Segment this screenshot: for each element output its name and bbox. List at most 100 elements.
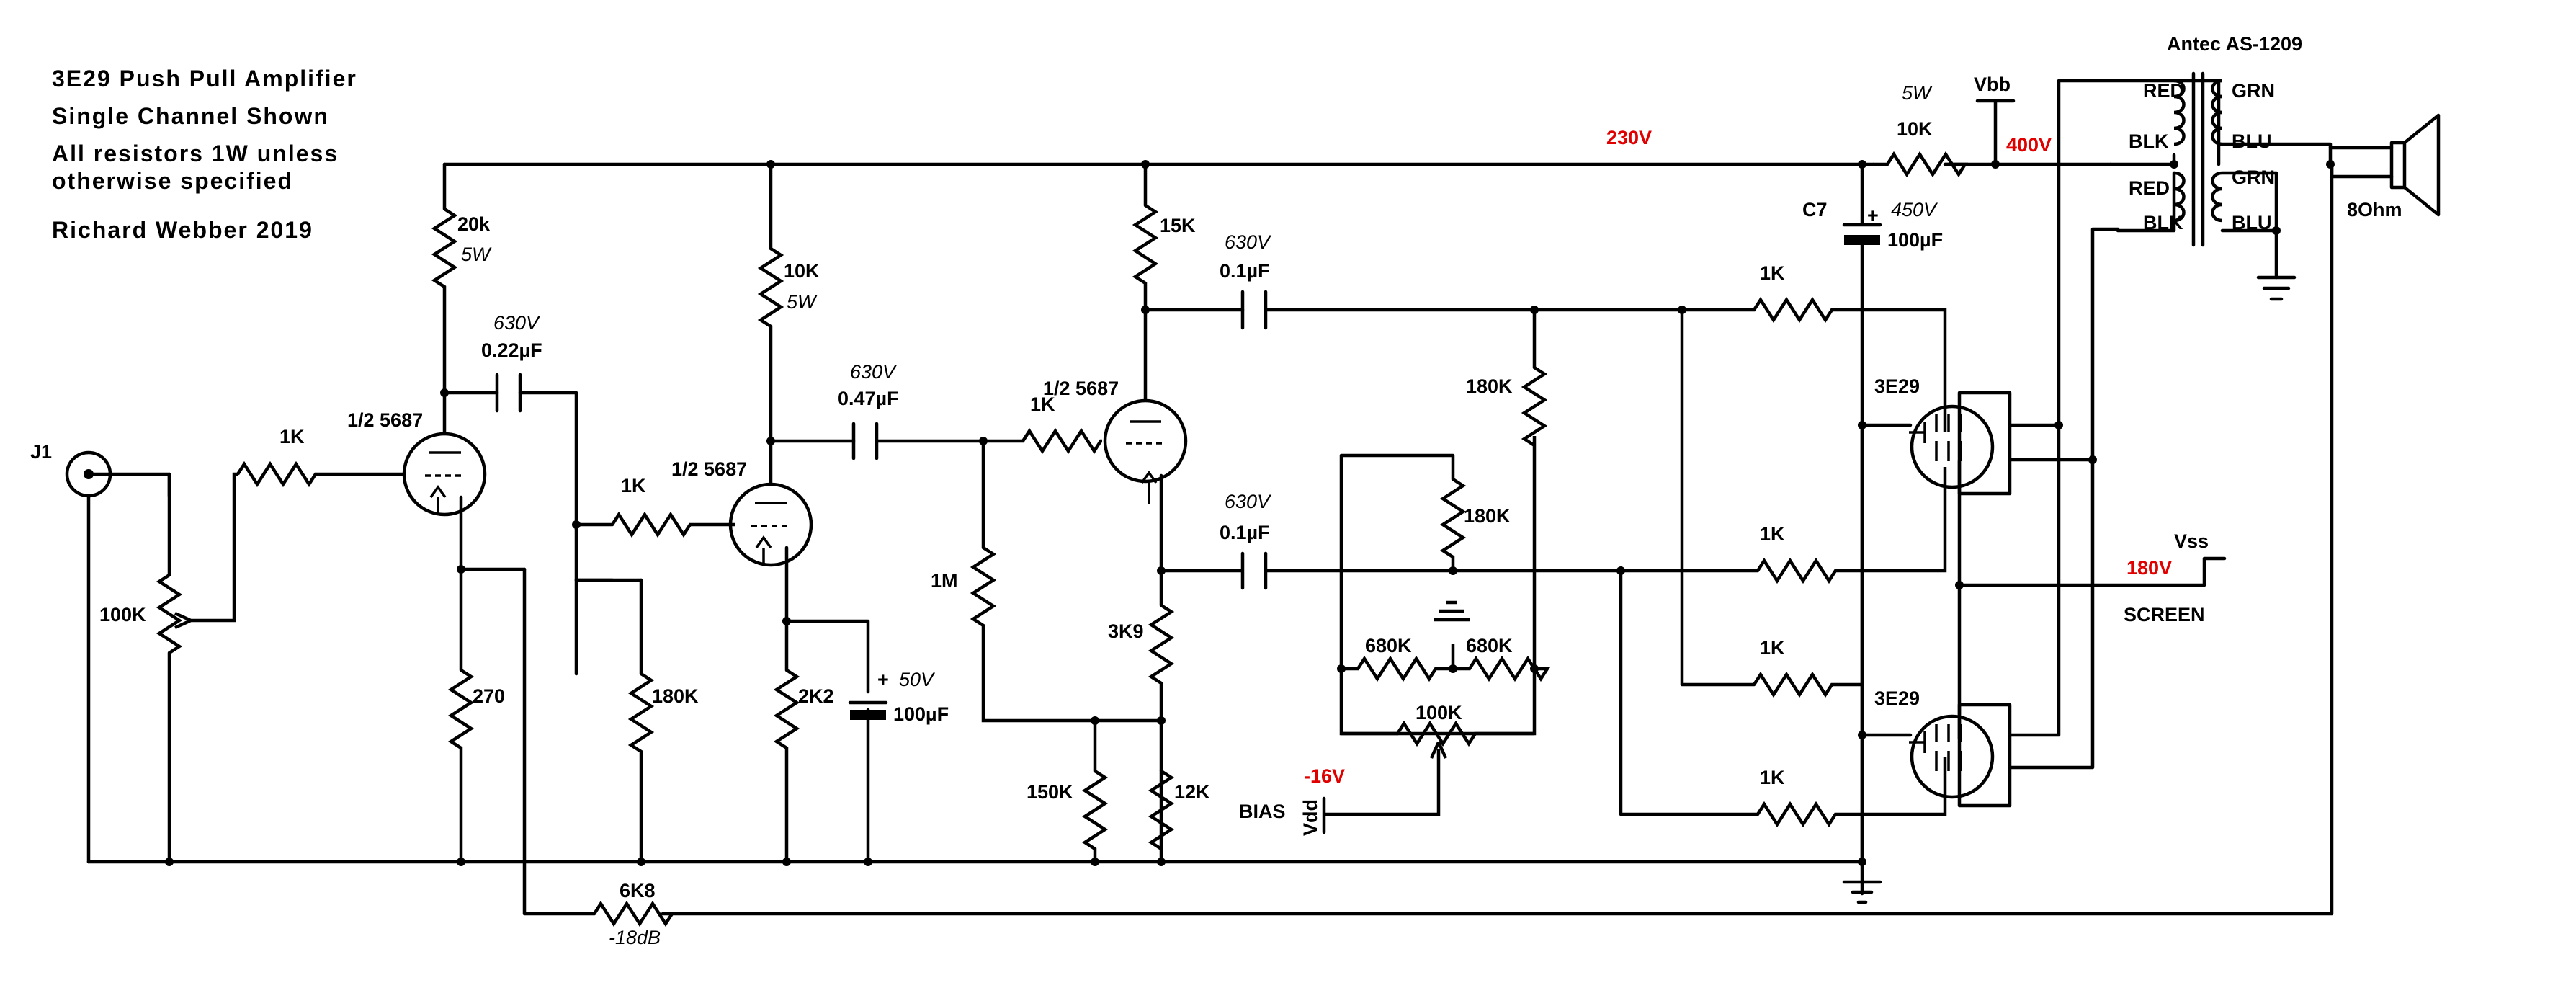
resistor-150k bbox=[1081, 770, 1109, 862]
input-jack-label: J1 bbox=[30, 441, 52, 463]
c7-label: 100µF bbox=[1887, 229, 1943, 251]
c4-voltage: 630V bbox=[1225, 231, 1272, 253]
c7-plus: + bbox=[1867, 205, 1879, 226]
resistor-3k9 bbox=[1148, 604, 1175, 771]
vbb-label: Vbb bbox=[1974, 74, 2011, 95]
stage-2: 1/2 5687 10K 5W 630V 0.47µF 2K2 + 50V 10… bbox=[671, 162, 985, 864]
tube-3e29-a-icon bbox=[1910, 404, 1995, 489]
vdd-label: Vdd bbox=[1300, 799, 1321, 836]
junction-dots bbox=[165, 160, 2335, 866]
out-tube-2-label: 3E29 bbox=[1874, 687, 1920, 709]
resistor-6k8 bbox=[593, 900, 674, 927]
opt-red2: RED bbox=[2129, 177, 2170, 199]
resistor-2k2 bbox=[773, 669, 800, 862]
tube-v3-icon bbox=[1103, 398, 1188, 484]
r1k-b-label: 1K bbox=[621, 475, 646, 496]
r12k-label: 12K bbox=[1174, 781, 1210, 803]
screen-label: SCREEN bbox=[2124, 604, 2205, 625]
output-tubes: 3E29 3E29 180V Vss SCREEN bbox=[1860, 79, 2227, 864]
note-author: Richard Webber 2019 bbox=[52, 217, 313, 243]
r1k-g2-label: 1K bbox=[1760, 523, 1785, 545]
r6k8-label: 6K8 bbox=[620, 880, 656, 901]
c3-label: 100µF bbox=[893, 703, 949, 725]
resistor-100k-bias-pot bbox=[1341, 720, 1534, 747]
resistor-20k bbox=[431, 208, 458, 393]
resistor-680k-b bbox=[1453, 655, 1551, 682]
r20k-label: 20k bbox=[457, 213, 491, 235]
tube-3e29-b-icon bbox=[1910, 714, 1995, 799]
r680k-a-label: 680K bbox=[1365, 635, 1412, 656]
r10k-a-watt: 5W bbox=[787, 291, 818, 313]
c4-label: 0.1µF bbox=[1220, 260, 1270, 282]
resistor-1k-input bbox=[236, 460, 403, 488]
transformer-model: Antec AS-1209 bbox=[2167, 33, 2302, 55]
speaker-icon bbox=[2389, 141, 2407, 190]
r-in-label: 1K bbox=[279, 426, 305, 447]
input-pot-resistor bbox=[156, 574, 183, 654]
r270-label: 270 bbox=[473, 685, 505, 707]
r1k-g3-label: 1K bbox=[1760, 637, 1785, 659]
out-tube-1-label: 3E29 bbox=[1874, 375, 1920, 397]
note-title: 3E29 Push Pull Amplifier bbox=[52, 66, 357, 92]
output-transformer: Antec AS-1209 RED BLK RED BLK GRN BLU GR… bbox=[2108, 33, 2441, 301]
r1k-g4-label: 1K bbox=[1760, 767, 1785, 788]
r1m-label: 1M bbox=[931, 570, 958, 592]
tube-v2-label: 1/2 5687 bbox=[671, 458, 747, 480]
opt-blk1: BLK bbox=[2129, 130, 2169, 152]
resistor-1k-g1 bbox=[1682, 296, 1947, 432]
v400-label: 400V bbox=[2006, 134, 2052, 156]
r2k2-label: 2K2 bbox=[798, 685, 834, 707]
tube-v1-label: 1/2 5687 bbox=[347, 409, 423, 431]
c5-label: 0.1µF bbox=[1220, 522, 1270, 543]
resistor-1k-b bbox=[611, 511, 735, 538]
opt-red1: RED bbox=[2143, 80, 2184, 102]
c7-name: C7 bbox=[1802, 199, 1828, 221]
tube-v1-icon bbox=[402, 432, 487, 517]
resistor-1k-g4 bbox=[1756, 757, 1947, 828]
resistor-1m bbox=[970, 546, 1163, 723]
speaker-label: 8Ohm bbox=[2347, 199, 2402, 221]
c5-voltage: 630V bbox=[1225, 491, 1272, 512]
r15k-label: 15K bbox=[1160, 215, 1196, 236]
v230-label: 230V bbox=[1606, 127, 1652, 148]
stage-1: 1/2 5687 20k 5W 630V 0.22µF 270 1K 180K bbox=[347, 162, 735, 862]
output-grid-resistors: 1K 1K 1K 1K bbox=[1532, 262, 1947, 828]
r10k-b-watt: 5W bbox=[1902, 82, 1933, 104]
power-feed: 230V C7 + 450V 100µF 10K 5W Vbb 400V bbox=[1606, 74, 2052, 904]
resistor-10k-b bbox=[1873, 151, 1969, 178]
input-pot-label: 100K bbox=[99, 604, 146, 625]
resistor-180k-c bbox=[1439, 478, 1467, 571]
resistor-10k-a bbox=[757, 247, 784, 441]
c2-label: 0.47µF bbox=[838, 388, 899, 409]
schematic-notes: 3E29 Push Pull Amplifier Single Channel … bbox=[52, 66, 357, 243]
r3k9-label: 3K9 bbox=[1108, 620, 1144, 642]
supply-rails bbox=[86, 162, 2334, 916]
v16-label: -16V bbox=[1304, 765, 1345, 787]
resistor-1k-g2 bbox=[1756, 467, 1947, 584]
opt-blu1: BLU bbox=[2232, 130, 2272, 152]
c7-voltage: 450V bbox=[1891, 199, 1938, 221]
bias-label: BIAS bbox=[1239, 801, 1286, 822]
resistor-15k bbox=[1132, 204, 1159, 401]
vss-label: Vss bbox=[2174, 530, 2209, 552]
v180-label: 180V bbox=[2126, 557, 2172, 579]
c3-voltage: 50V bbox=[899, 669, 936, 690]
rbias-pot-label: 100K bbox=[1416, 702, 1462, 723]
note-resistors-2: otherwise specified bbox=[52, 168, 293, 194]
c2-voltage: 630V bbox=[850, 361, 898, 383]
r680k-b-label: 680K bbox=[1466, 635, 1513, 656]
c1-voltage: 630V bbox=[493, 312, 541, 334]
opt-grn2: GRN bbox=[2232, 166, 2275, 188]
resistor-1k-c bbox=[983, 427, 1102, 455]
cap-100uf-cathode-icon bbox=[850, 710, 886, 720]
r10k-a-label: 10K bbox=[784, 260, 820, 282]
c1-label: 0.22µF bbox=[481, 339, 542, 361]
tube-v3-label: 1/2 5687 bbox=[1043, 378, 1119, 399]
r180k-a-label: 180K bbox=[652, 685, 699, 707]
feedback-resistor: 6K8 -18dB bbox=[593, 880, 674, 948]
resistor-270 bbox=[447, 669, 475, 862]
cap-c7-icon bbox=[1844, 235, 1880, 245]
r20k-watt: 5W bbox=[461, 244, 492, 265]
opt-blk2: BLK bbox=[2143, 212, 2183, 233]
